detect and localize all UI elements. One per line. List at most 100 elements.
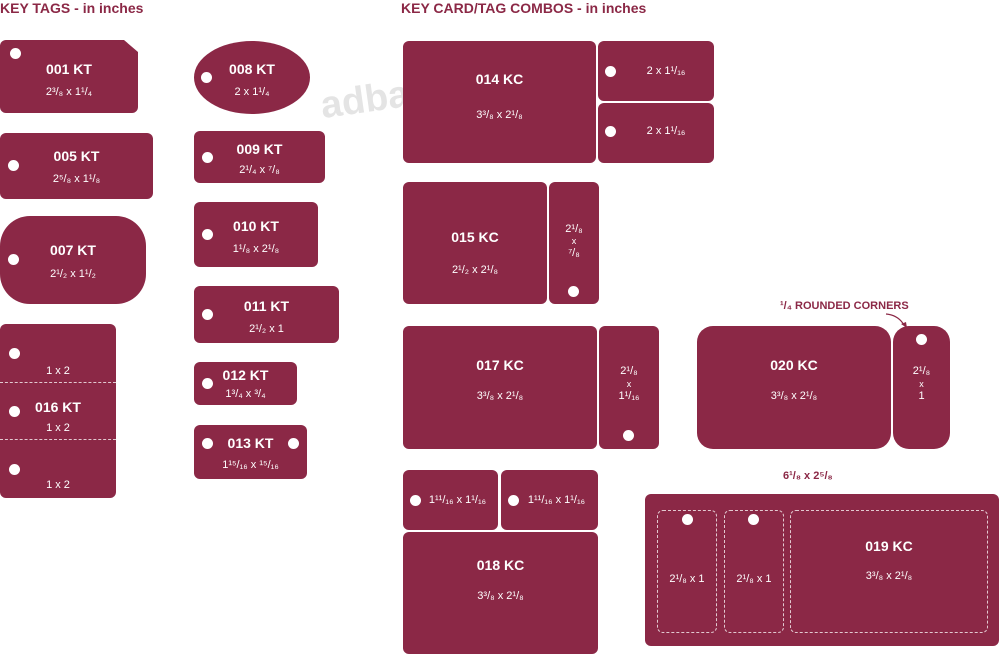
tag-005: 005 KT 2⁵/₈ x 1¹/₈ — [0, 133, 153, 199]
tag-dimensions: 2¹/₂ x 1¹/₂ — [50, 268, 96, 280]
combo-017-card: 017 KC 3³/₈ x 2¹/₈ — [403, 326, 597, 449]
combo-018-tab-left: 1¹¹/₁₆ x 1¹/₁₆ — [403, 470, 498, 530]
tab-dimensions: 2¹/₈ — [565, 223, 583, 235]
combo-dimensions: 3³/₈ x 2¹/₈ — [476, 390, 524, 402]
tag-dimensions: 1 x 2 — [46, 422, 70, 434]
hole-icon — [10, 48, 21, 59]
hole-icon — [508, 495, 519, 506]
hole-icon — [202, 229, 213, 240]
tag-010: 010 KT 1¹/₈ x 2¹/₈ — [194, 202, 318, 267]
tag-016: 1 x 2 016 KT 1 x 2 1 x 2 — [0, 324, 116, 498]
tag-001-notch — [62, 40, 138, 52]
tag-name: 009 KT — [236, 141, 283, 157]
key-tags-heading: KEY TAGS - in inches — [0, 0, 144, 16]
combo-name: 015 KC — [451, 229, 499, 245]
tag-name: 007 KT — [50, 242, 96, 258]
hole-icon — [202, 378, 213, 389]
tag-dimensions: 1³/₄ x ³/₄ — [225, 388, 266, 400]
combo-020-tab: 2¹/₈ x 1 — [893, 326, 950, 449]
tag-dimensions: 2¹/₂ x 1 — [249, 323, 284, 335]
tag-name: 010 KT — [233, 218, 279, 234]
combo-name: 014 KC — [475, 71, 524, 87]
hole-icon — [605, 126, 616, 137]
hole-icon — [9, 406, 20, 417]
hole-icon — [410, 495, 421, 506]
combo-020-card: 020 KC 3³/₈ x 2¹/₈ — [697, 326, 891, 449]
tag-013: 013 KT 1¹⁵/₁₆ x ¹⁵/₁₆ — [194, 425, 307, 479]
hole-icon — [8, 254, 19, 265]
tag-name: 013 KT — [227, 435, 274, 451]
tag-dimensions: 2⁵/₈ x 1¹/₈ — [52, 173, 101, 185]
tag-name: 005 KT — [53, 148, 100, 164]
tab-dimensions: 2¹/₈ — [620, 365, 638, 377]
rounded-corners-note: ¹/₄ ROUNDED CORNERS — [780, 300, 909, 312]
tag-name: 001 KT — [46, 61, 92, 77]
combo-015-card: 015 KC 2¹/₂ x 2¹/₈ — [403, 182, 547, 304]
combo-dimensions: 3³/₈ x 2¹/₈ — [865, 570, 913, 582]
tab-dimensions: 1 — [918, 390, 925, 402]
tag-007: 007 KT 2¹/₂ x 1¹/₂ — [0, 216, 146, 304]
tab-dimensions: 2 x 1¹/₁₆ — [646, 125, 686, 137]
combo-dimensions: 3³/₈ x 2¹/₈ — [770, 390, 818, 402]
tab-dimensions: 2 x 1¹/₁₆ — [646, 65, 686, 77]
tab-dimensions: 1¹/₁₆ — [618, 390, 640, 402]
combo-name: 020 KC — [770, 357, 818, 373]
tab-dimensions: x — [626, 379, 632, 389]
tag-001: 001 KT 2³/₈ x 1¹/₄ — [0, 40, 138, 113]
combo-019-card: 2¹/₈ x 1 2¹/₈ x 1 019 KC 3³/₈ x 2¹/₈ — [645, 494, 999, 646]
hole-icon — [8, 160, 19, 171]
tab-dimensions: 2¹/₈ x 1 — [669, 573, 705, 585]
hole-icon — [682, 514, 693, 525]
tab-dimensions: x — [571, 236, 577, 246]
hole-icon — [9, 348, 20, 359]
tab-dimensions: 1¹¹/₁₆ x 1¹/₁₆ — [527, 494, 586, 506]
tag-name: 008 KT — [229, 61, 275, 77]
tag-011: 011 KT 2¹/₂ x 1 — [194, 286, 339, 343]
tab-dimensions: 2¹/₈ x 1 — [736, 573, 772, 585]
hole-icon — [605, 66, 616, 77]
tag-dimensions: 1¹/₈ x 2¹/₈ — [232, 243, 280, 255]
combo-019-overall-size: 6¹/₈ x 2⁵/₈ — [783, 470, 833, 482]
tag-name: 011 KT — [243, 298, 290, 314]
combo-017-tab: 2¹/₈ x 1¹/₁₆ — [599, 326, 659, 449]
combo-014-tab-top: 2 x 1¹/₁₆ — [598, 41, 714, 101]
tag-008: 008 KT 2 x 1¹/₄ — [194, 41, 310, 114]
tag-dimensions: 1 x 2 — [46, 479, 70, 491]
tag-012: 012 KT 1³/₄ x ³/₄ — [194, 362, 297, 405]
tab-dimensions: 2¹/₈ — [912, 365, 931, 377]
perforation — [790, 510, 988, 633]
perforation — [724, 510, 784, 633]
combo-015-tab: 2¹/₈ x ⁷/₈ — [549, 182, 599, 304]
combo-name: 017 KC — [476, 357, 524, 373]
perforation — [0, 382, 116, 440]
combo-dimensions: 3³/₈ x 2¹/₈ — [476, 109, 523, 121]
tab-dimensions: x — [919, 379, 924, 389]
hole-icon — [202, 152, 213, 163]
combo-name: 018 KC — [476, 557, 525, 573]
hole-icon — [748, 514, 759, 525]
tag-dimensions: 2³/₈ x 1¹/₄ — [45, 86, 93, 98]
hole-icon — [916, 334, 927, 345]
perforation — [657, 510, 717, 633]
combo-018-tab-right: 1¹¹/₁₆ x 1¹/₁₆ — [501, 470, 598, 530]
tag-dimensions: 2¹/₄ x ⁷/₈ — [239, 164, 280, 176]
hole-icon — [202, 438, 213, 449]
hole-icon — [623, 430, 634, 441]
hole-icon — [9, 464, 20, 475]
combo-dimensions: 3³/₈ x 2¹/₈ — [477, 590, 524, 602]
combo-014-card: 014 KC 3³/₈ x 2¹/₈ — [403, 41, 596, 163]
hole-icon — [288, 438, 299, 449]
tag-009: 009 KT 2¹/₄ x ⁷/₈ — [194, 131, 325, 183]
hole-icon — [568, 286, 579, 297]
tag-name: 016 KT — [35, 399, 81, 415]
tag-dimensions: 2 x 1¹/₄ — [234, 86, 270, 98]
hole-icon — [201, 72, 212, 83]
combo-018-card: 018 KC 3³/₈ x 2¹/₈ — [403, 532, 598, 654]
combo-014-tab-bottom: 2 x 1¹/₁₆ — [598, 103, 714, 163]
tab-dimensions: 1¹¹/₁₆ x 1¹/₁₆ — [428, 494, 487, 506]
tab-dimensions: ⁷/₈ — [568, 247, 580, 259]
tag-name: 012 KT — [222, 367, 269, 383]
combo-name: 019 KC — [865, 538, 913, 554]
combos-heading: KEY CARD/TAG COMBOS - in inches — [401, 0, 647, 16]
tag-dimensions: 1 x 2 — [46, 365, 70, 377]
